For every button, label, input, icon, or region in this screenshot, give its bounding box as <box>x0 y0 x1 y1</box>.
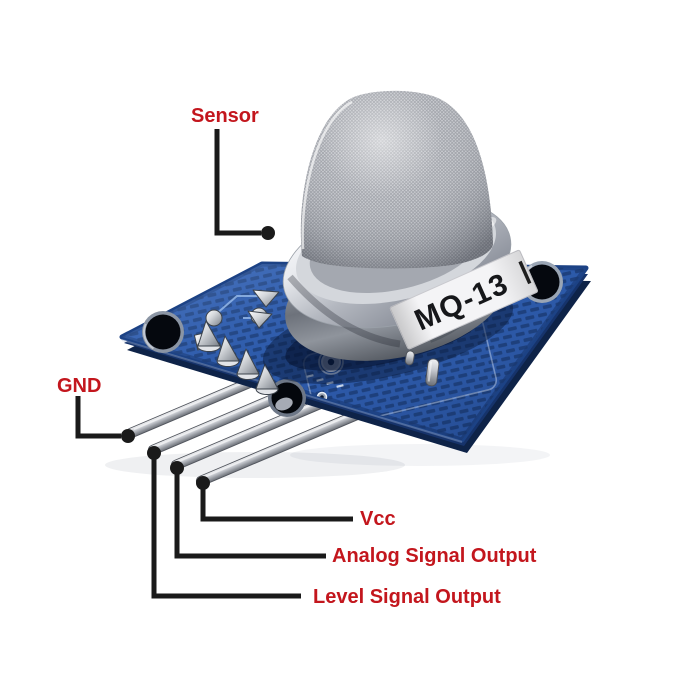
solder-cone <box>255 363 279 390</box>
callout-line-level <box>151 453 301 599</box>
metal-reflection <box>287 274 401 348</box>
callout-line-gnd <box>75 396 121 439</box>
solder-pad <box>252 289 280 308</box>
mounting-hole-glint <box>275 397 293 411</box>
silkscreen-dash <box>336 384 344 388</box>
stub-pin <box>425 358 440 387</box>
label-level-signal-output: Level Signal Output <box>313 586 501 608</box>
label-analog-signal-output: Analog Signal Output <box>332 545 537 567</box>
callout-dot-level <box>147 446 161 460</box>
solder-cone <box>197 320 221 347</box>
sensor-mesh-shading <box>300 90 494 269</box>
callout-line-sensor <box>214 129 261 236</box>
dome-rim-highlight <box>301 100 353 250</box>
ground-shadow <box>290 444 550 466</box>
solder-cone <box>236 348 260 375</box>
label-gnd: GND <box>57 375 101 397</box>
solder-pad-round <box>205 309 223 327</box>
callout-dot-gnd <box>121 429 135 443</box>
callouts <box>75 129 353 599</box>
callout-line-analog <box>174 468 326 559</box>
solder-cone <box>216 335 240 362</box>
solder-pad <box>247 310 273 329</box>
mounting-hole-left <box>145 314 181 350</box>
label-vcc: Vcc <box>360 508 396 530</box>
stub-pin-small <box>404 350 415 366</box>
label-sensor: Sensor <box>191 105 259 127</box>
gas-sensor: MQ-13 <box>282 90 538 361</box>
callout-line-vcc <box>200 483 353 522</box>
mounting-hole-glint <box>143 312 184 352</box>
solder-joints <box>193 289 280 395</box>
callout-dot-sensor <box>261 226 275 240</box>
part-label-shading <box>390 250 538 349</box>
callout-dot-vcc <box>196 476 210 490</box>
callout-dot-analog <box>170 461 184 475</box>
copper-trace <box>214 295 266 316</box>
